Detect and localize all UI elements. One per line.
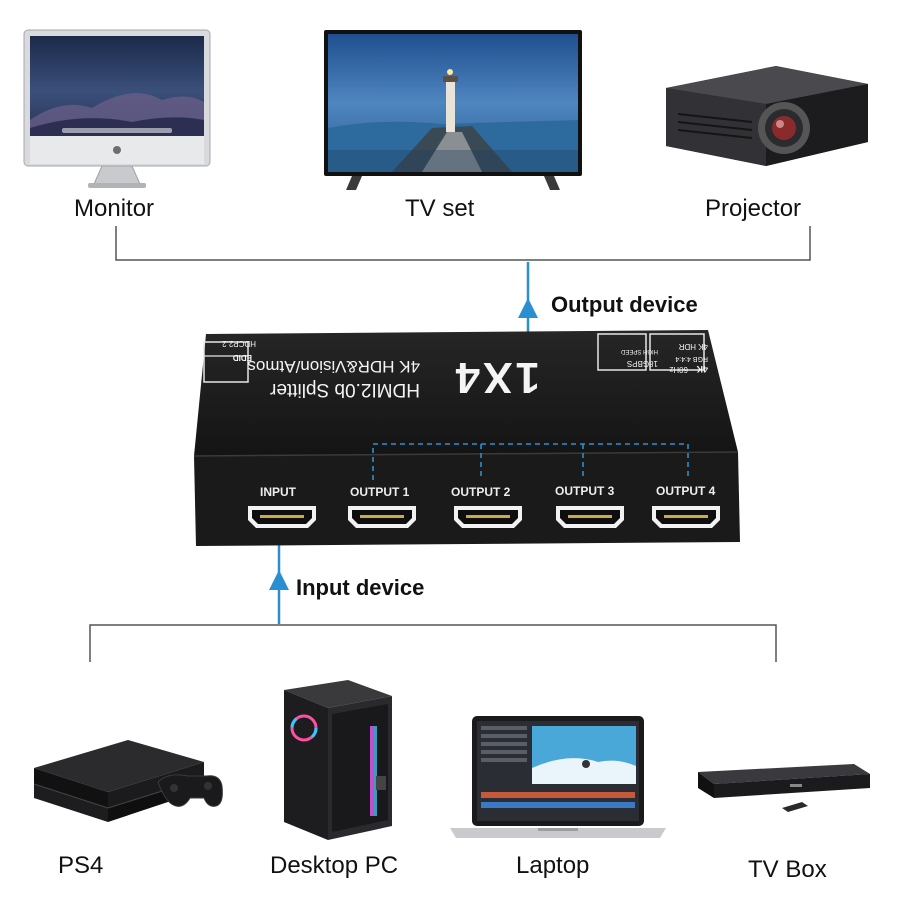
input-device-label: Input device	[296, 575, 425, 600]
port-label-output-2: OUTPUT 2	[451, 485, 511, 499]
badge-edid: EDID	[232, 353, 252, 362]
ps4-image	[33, 740, 223, 822]
port-label-output-3: OUTPUT 3	[555, 484, 615, 498]
input-arrow-up-icon	[269, 570, 289, 590]
laptop-image	[450, 716, 666, 838]
port-label-input: INPUT	[260, 485, 296, 499]
ps4-label: PS4	[58, 852, 104, 879]
monitor-label: Monitor	[74, 195, 155, 222]
badge-highspeed: HIGH SPEED	[620, 348, 658, 354]
splitter-model: 1X4	[452, 353, 540, 402]
badge-60hz: 60Hz	[669, 365, 688, 374]
projector-image	[666, 66, 868, 166]
badge-hdcp: HDCP2.2	[222, 339, 256, 348]
desktop-pc-label: Desktop PC	[270, 852, 399, 879]
hdmi-splitter-image	[193, 330, 740, 546]
tv-box-label: TV Box	[748, 856, 827, 883]
output-bracket-line	[115, 226, 811, 261]
output-link-dashed-line	[372, 443, 689, 480]
tv-box-image	[698, 764, 870, 812]
port-label-output-4: OUTPUT 4	[656, 484, 716, 498]
laptop-label: Laptop	[516, 852, 590, 879]
splitter-title: HDMI2.0b Splitter	[270, 379, 420, 400]
splitter-top-text: 1X4 HDMI2.0b Splitter 4K HDR&Vision/Atmo…	[200, 330, 720, 430]
desktop-pc-image	[284, 680, 392, 840]
tv-set-image	[324, 30, 582, 190]
monitor-image	[23, 29, 211, 188]
port-label-output-1: OUTPUT 1	[350, 485, 410, 499]
projector-label: Projector	[705, 195, 802, 222]
output-device-label: Output device	[551, 292, 698, 317]
splitter-subtitle: 4K HDR&Vision/Atmos	[247, 357, 420, 376]
input-bracket-line	[89, 624, 777, 662]
badge-4khdr: 4K HDR	[678, 342, 708, 351]
badge-444: RGB 4:4:4	[675, 355, 708, 362]
tv-set-label: TV set	[405, 195, 475, 222]
badge-4k: 4K	[696, 364, 708, 374]
badge-18gbps: 18GBPS	[626, 359, 658, 368]
